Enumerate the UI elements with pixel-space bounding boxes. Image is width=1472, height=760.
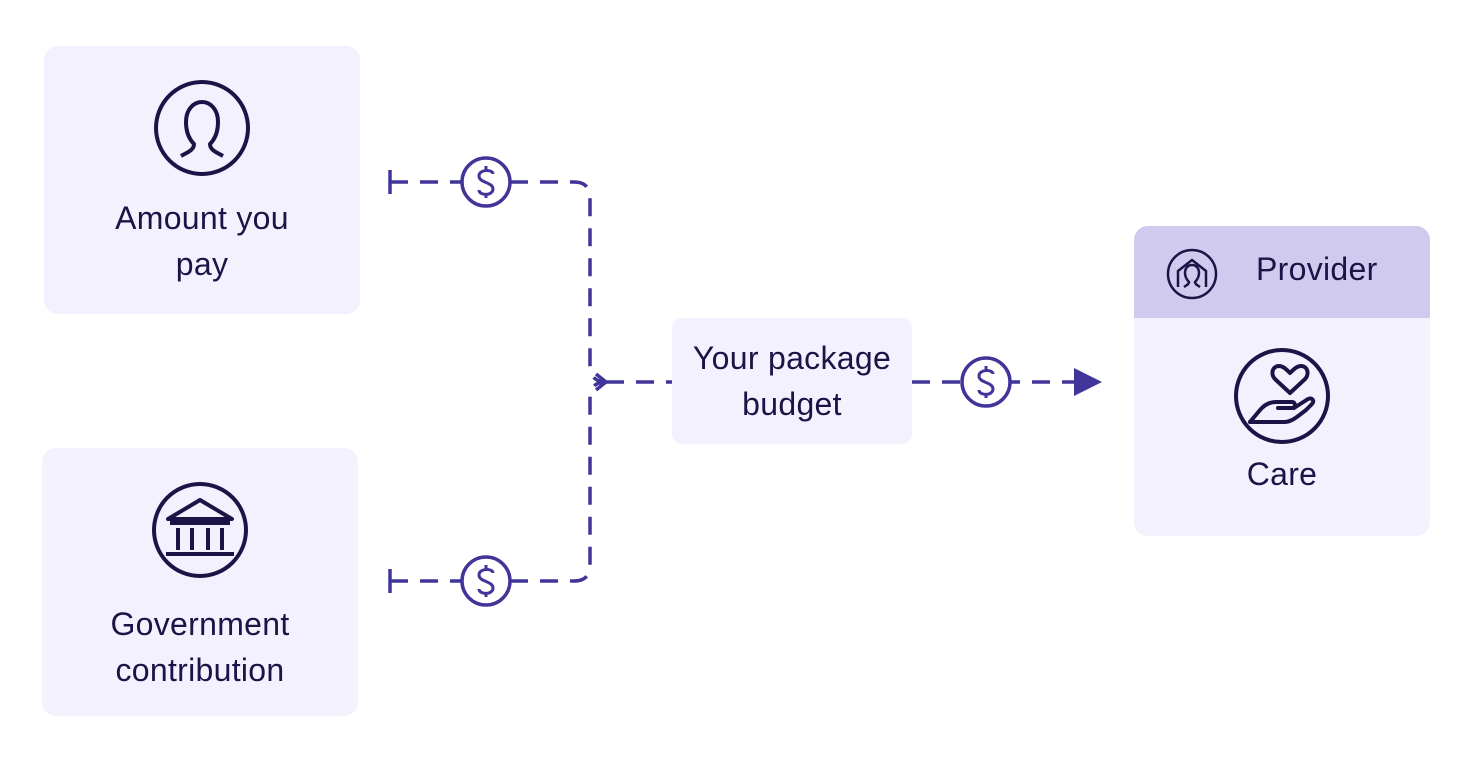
source-label-line: Government (110, 606, 290, 642)
hand-heart-icon (1234, 348, 1330, 444)
source-label-government: Government contribution (42, 601, 358, 693)
source-label-amount: Amount you pay (44, 195, 360, 287)
dollar-coin-icon (460, 156, 512, 208)
provider-box: Provider Care (1134, 226, 1430, 536)
source-label-line: contribution (115, 652, 285, 688)
source-label-line: Amount you (115, 200, 289, 236)
flow-arrowhead (1074, 368, 1102, 396)
bank-icon (152, 482, 248, 578)
source-box-government-contribution: Government contribution (42, 448, 358, 716)
budget-label: Your package budget (672, 335, 912, 427)
dollar-coin-icon (960, 356, 1012, 408)
budget-label-line: Your package (692, 340, 892, 376)
dollar-coin-icon (460, 555, 512, 607)
person-icon (154, 80, 250, 176)
provider-title: Provider (1256, 251, 1378, 287)
care-label: Care (1246, 456, 1318, 492)
flow-line-amount (390, 180, 607, 384)
budget-label-line: budget (742, 386, 842, 422)
source-label-line: pay (175, 246, 229, 282)
budget-box: Your package budget (672, 318, 912, 444)
flow-line-gov (390, 380, 607, 583)
house-person-icon (1166, 248, 1218, 300)
provider-header: Provider (1134, 226, 1430, 318)
source-box-amount-you-pay: Amount you pay (44, 46, 360, 314)
